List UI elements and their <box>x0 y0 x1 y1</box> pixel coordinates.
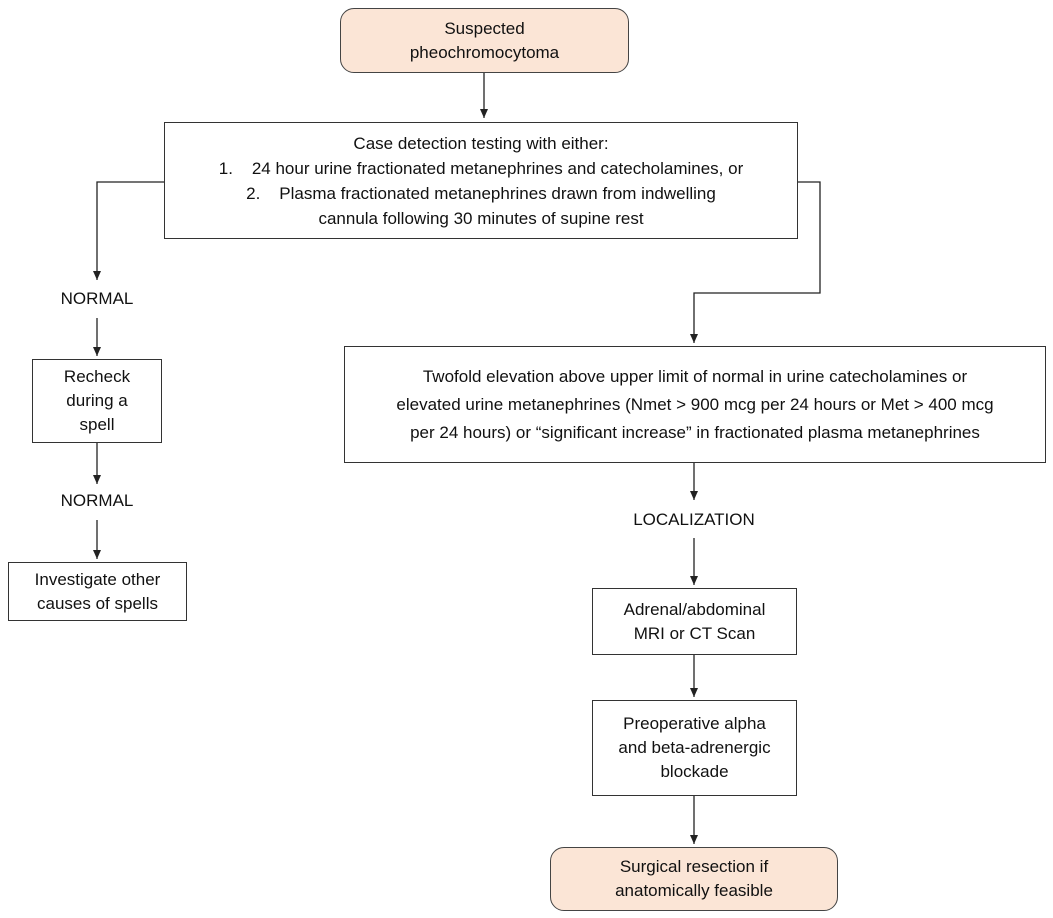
start-line-2: pheochromocytoma <box>409 42 560 62</box>
investigate-line-1: Investigate other <box>34 569 161 589</box>
normal-label-1: NORMAL <box>60 289 134 308</box>
blockade-line-2: and beta-adrenergic <box>618 738 771 757</box>
blockade-box: Preoperative alpha and beta-adrenergic b… <box>592 700 797 796</box>
blockade-line-3: blockade <box>660 762 729 781</box>
item-1-number: 1. <box>218 158 233 178</box>
recheck-box: Recheck during a spell <box>32 359 162 443</box>
case-detection-item-2: 2. Plasma fractionated metanephrines dra… <box>246 181 716 206</box>
elevation-line-1: Twofold elevation above upper limit of n… <box>422 366 968 386</box>
normal-label-2: NORMAL <box>60 491 134 510</box>
elevation-line-3: per 24 hours) or “significant increase” … <box>410 422 980 442</box>
imaging-box: Adrenal/abdominal MRI or CT Scan <box>592 588 797 655</box>
recheck-line-1: Recheck <box>63 367 131 386</box>
arrow-case-detection-to-elevation <box>690 181 821 343</box>
case-detection-box: Case detection testing with either: 1. 2… <box>164 122 798 239</box>
start-line-1: Suspected <box>444 18 525 38</box>
recheck-line-2: during a <box>66 391 128 410</box>
surgery-node: Surgical resection if anatomically feasi… <box>550 847 838 911</box>
imaging-line-1: Adrenal/abdominal <box>623 599 766 619</box>
case-detection-item-2-cont: cannula following 30 minutes of supine r… <box>318 208 644 228</box>
imaging-line-2: MRI or CT Scan <box>633 623 756 643</box>
localization-label: LOCALIZATION <box>633 510 755 529</box>
blockade-line-1: Preoperative alpha <box>623 714 766 733</box>
recheck-line-3: spell <box>79 415 115 434</box>
start-node: Suspected pheochromocytoma <box>340 8 629 73</box>
case-detection-heading: Case detection testing with either: <box>353 133 609 153</box>
investigate-line-2: causes of spells <box>37 593 158 613</box>
item-1-text: 24 hour urine fractionated metanephrines… <box>251 158 744 178</box>
item-2-text: Plasma fractionated metanephrines drawn … <box>279 183 716 203</box>
arrow-case-detection-to-normal <box>93 181 164 280</box>
surgery-line-2: anatomically feasible <box>615 881 773 900</box>
item-2-number: 2. <box>246 183 261 203</box>
surgery-line-1: Surgical resection if <box>619 857 769 876</box>
case-detection-item-1: 1. 24 hour urine fractionated metanephri… <box>219 156 744 181</box>
investigate-box: Investigate other causes of spells <box>8 562 187 621</box>
elevation-line-2: elevated urine metanephrines (Nmet > 900… <box>396 394 994 414</box>
elevation-box: Twofold elevation above upper limit of n… <box>344 346 1046 463</box>
